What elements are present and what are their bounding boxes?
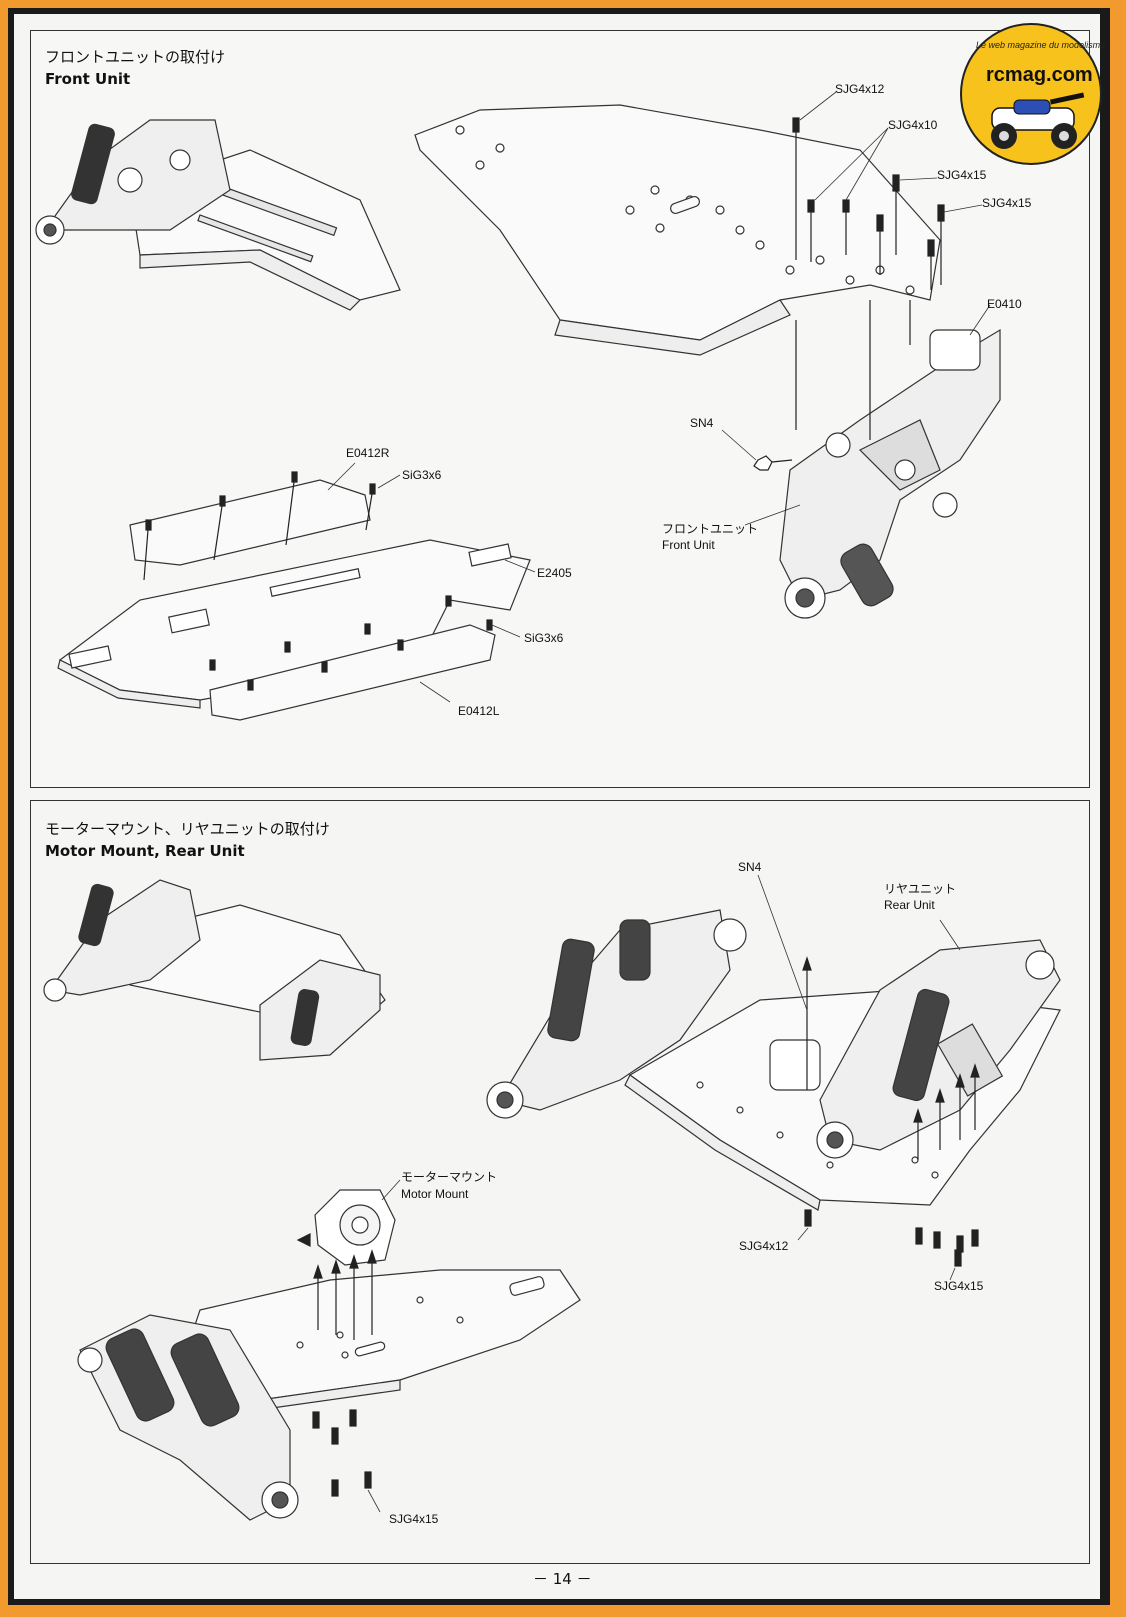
label-sig3x6-a: SiG3x6	[402, 468, 442, 482]
rear-label-leaders	[367, 874, 961, 1513]
label-e0412r: E0412R	[346, 446, 390, 460]
label-e0412l: E0412L	[458, 704, 500, 718]
label-front-unit-jp: フロントユニット	[662, 522, 759, 536]
label-front-unit-en: Front Unit	[662, 538, 715, 552]
nut-sn4-front	[753, 455, 793, 471]
screw-sjg4x15-motor-mount	[312, 1409, 372, 1497]
screw-sjg4x10-front-a	[807, 199, 815, 262]
label-sjg4x15-rear: SJG4x15	[934, 1279, 984, 1293]
front-unit-guide-lines	[795, 300, 911, 440]
label-sjg4x15-front-b: SJG4x15	[982, 196, 1032, 210]
screw-sjg4x15-rear	[915, 1227, 979, 1267]
logo-tagline: Le web magazine du modelisme	[976, 40, 1106, 50]
exploded-side-guard-left	[209, 624, 496, 721]
buggy-car-icon	[991, 92, 1085, 149]
front-unit-assembly	[779, 328, 1001, 619]
label-motor-mount-en: Motor Mount	[401, 1187, 469, 1201]
label-rear-unit-jp: リヤユニット	[884, 882, 957, 896]
rear-unit-assembly	[769, 939, 1061, 1159]
label-sjg4x15-motor-mount: SJG4x15	[389, 1512, 439, 1526]
front-unit-title-en: Front Unit	[45, 70, 131, 88]
screw-sjg4x12-rear	[804, 1209, 812, 1227]
overview-front-suspension	[35, 119, 231, 245]
rear-unit-title-en: Motor Mount, Rear Unit	[45, 842, 245, 860]
label-sn4-front: SN4	[690, 416, 714, 430]
rear-unit-arrows	[802, 956, 980, 1160]
motor-mount-arrows	[296, 1233, 377, 1340]
screw-sjg4x15-front-d	[927, 239, 935, 290]
label-sjg4x15-front-a: SJG4x15	[937, 168, 987, 182]
screw-sjg4x12-front	[792, 117, 800, 260]
label-motor-mount-jp: モーターマウント	[401, 1170, 498, 1184]
screw-sjg4x15-front-a	[892, 174, 900, 255]
motor-mount	[314, 1189, 396, 1266]
label-sjg4x12-front: SJG4x12	[835, 82, 885, 96]
front-label-leaders	[327, 91, 991, 703]
screw-sjg4x15-front-b	[937, 204, 945, 285]
rear-unit-panel	[30, 800, 1090, 1564]
front-unit-title-jp: フロントユニットの取付け	[45, 48, 226, 66]
overview-chassis-rear	[43, 879, 386, 1061]
screw-sig3x6-group	[143, 471, 493, 691]
label-e2405: E2405	[537, 566, 572, 580]
logo-badge-icon	[960, 23, 1102, 165]
label-sjg4x10-front: SJG4x10	[888, 118, 938, 132]
label-rear-unit-en: Rear Unit	[884, 898, 935, 912]
label-sn4-rear: SN4	[738, 860, 762, 874]
main-chassis-plate	[414, 104, 941, 356]
front-suspension-lower-left	[77, 1314, 299, 1521]
label-sig3x6-b: SiG3x6	[524, 631, 564, 645]
rcmag-logo: Le web magazine du modelisme rcmag.com	[956, 20, 1106, 168]
front-suspension-rear-view	[486, 909, 747, 1119]
page-number: － 14 －	[533, 1570, 592, 1588]
label-e0410: E0410	[987, 297, 1022, 311]
label-sjg4x12-rear: SJG4x12	[739, 1239, 789, 1253]
logo-name: rcmag.com	[986, 64, 1093, 86]
rear-unit-title-jp: モーターマウント、リヤユニットの取付け	[45, 820, 330, 838]
exploded-side-guard-right	[129, 479, 371, 566]
screw-sjg4x15-front-c	[876, 214, 884, 275]
